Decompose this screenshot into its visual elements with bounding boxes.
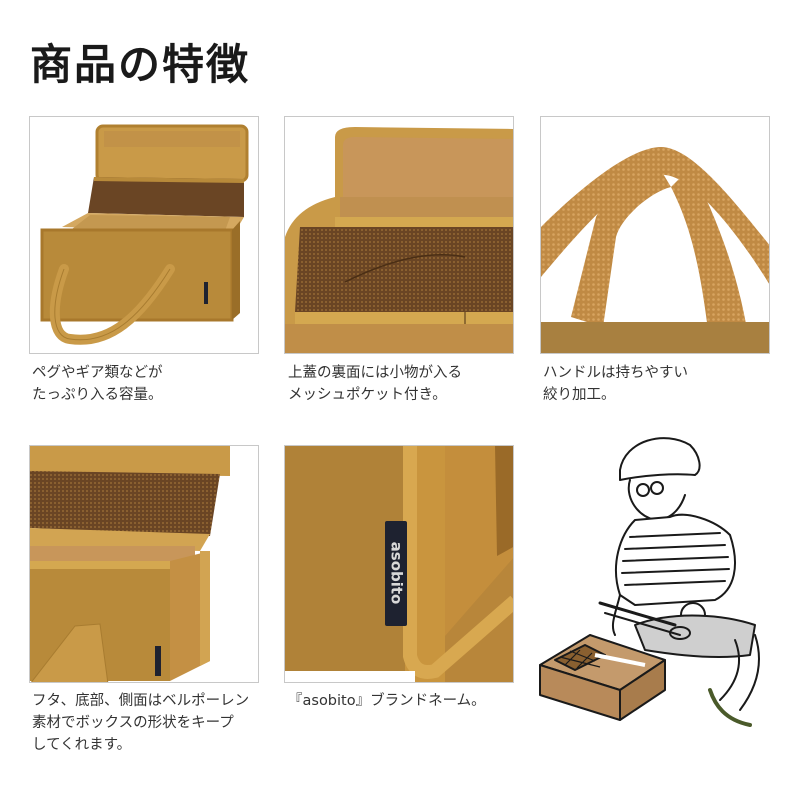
feature-image-mesh-pocket [284,116,514,354]
caption-line: 絞り加工。 [543,387,616,403]
page-title: 商品の特徴 [30,40,251,89]
feature-caption-brand-tag: 『asobito』ブランドネーム。 [288,690,533,712]
caption-line: 上蓋の裏面には小物が入る [288,365,462,381]
caption-line: 素材でボックスの形状をキープ [32,715,234,731]
feature-caption-structure: フタ、底部、側面はベルポーレン 素材でボックスの形状をキープ してくれます。 [32,690,277,756]
feature-caption-mesh-pocket: 上蓋の裏面には小物が入る メッシュポケット付き。 [288,362,533,406]
caption-line: 『asobito』ブランドネーム。 [288,693,486,709]
usage-illustration [525,425,795,735]
feature-image-structure [29,445,259,683]
caption-line: ペグやギア類などが [32,365,163,381]
caption-line: フタ、底部、側面はベルポーレン [32,693,250,709]
brand-tag [385,521,407,626]
caption-line: たっぷり入る容量。 [32,387,163,403]
box-side-photo [30,446,230,682]
caption-line: してくれます。 [32,737,132,753]
handle-photo [541,147,769,353]
feature-caption-handle: ハンドルは持ちやすい 絞り加工。 [543,362,788,406]
mesh-pocket-photo [285,127,513,353]
feature-caption-capacity: ペグやギア類などが たっぷり入る容量。 [32,362,277,406]
feature-image-capacity [29,116,259,354]
caption-line: ハンドルは持ちやすい [543,365,688,381]
storage-box-photo [40,124,249,345]
brand-tag-photo: asobito [285,446,513,682]
caption-line: メッシュポケット付き。 [288,387,447,403]
feature-image-brand-tag: asobito [284,445,514,683]
man-packing-box-drawing [539,437,761,727]
brand-tag-text: asobito [388,542,406,605]
feature-image-handle [540,116,770,354]
